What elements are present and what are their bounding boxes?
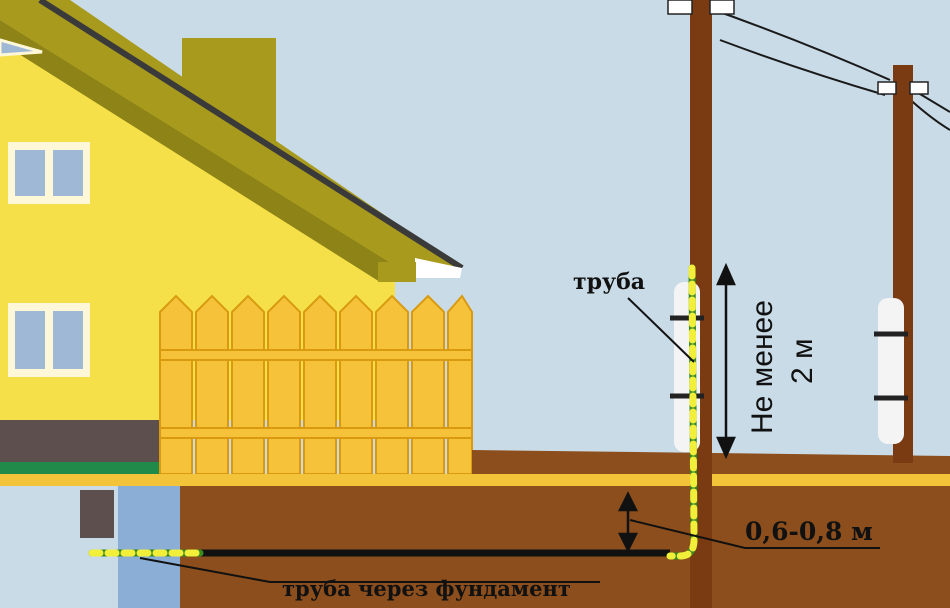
ground-edge-strip: [0, 474, 950, 486]
window-upper: [8, 142, 90, 204]
pipe-through-foundation-label: труба через фундамент: [282, 576, 571, 601]
height-arrow: [716, 262, 736, 460]
pipe-label: труба: [573, 269, 645, 295]
min-height-label-line2: 2 м: [786, 338, 819, 384]
foundation-block: [80, 490, 114, 538]
roof: [0, 0, 462, 278]
pole-insulators: [667, 0, 929, 95]
depth-label: 0,6-0,8 м: [745, 517, 873, 546]
attic-window: [0, 38, 43, 57]
protective-pipe: [88, 264, 698, 560]
depth-arrow: [617, 491, 639, 553]
foundation: [118, 486, 180, 608]
grass-strip: [0, 462, 160, 474]
leader-lines: [139, 297, 880, 583]
wooden-fence: [159, 294, 473, 475]
roof-edge: [38, 0, 464, 271]
window-lower: [8, 303, 90, 377]
roof-underside: [0, 20, 415, 282]
min-height-label-line1: Не менее: [746, 300, 779, 434]
house-plinth: [0, 420, 160, 462]
roof-eave-board: [378, 262, 416, 282]
roof-eave: [415, 258, 462, 278]
